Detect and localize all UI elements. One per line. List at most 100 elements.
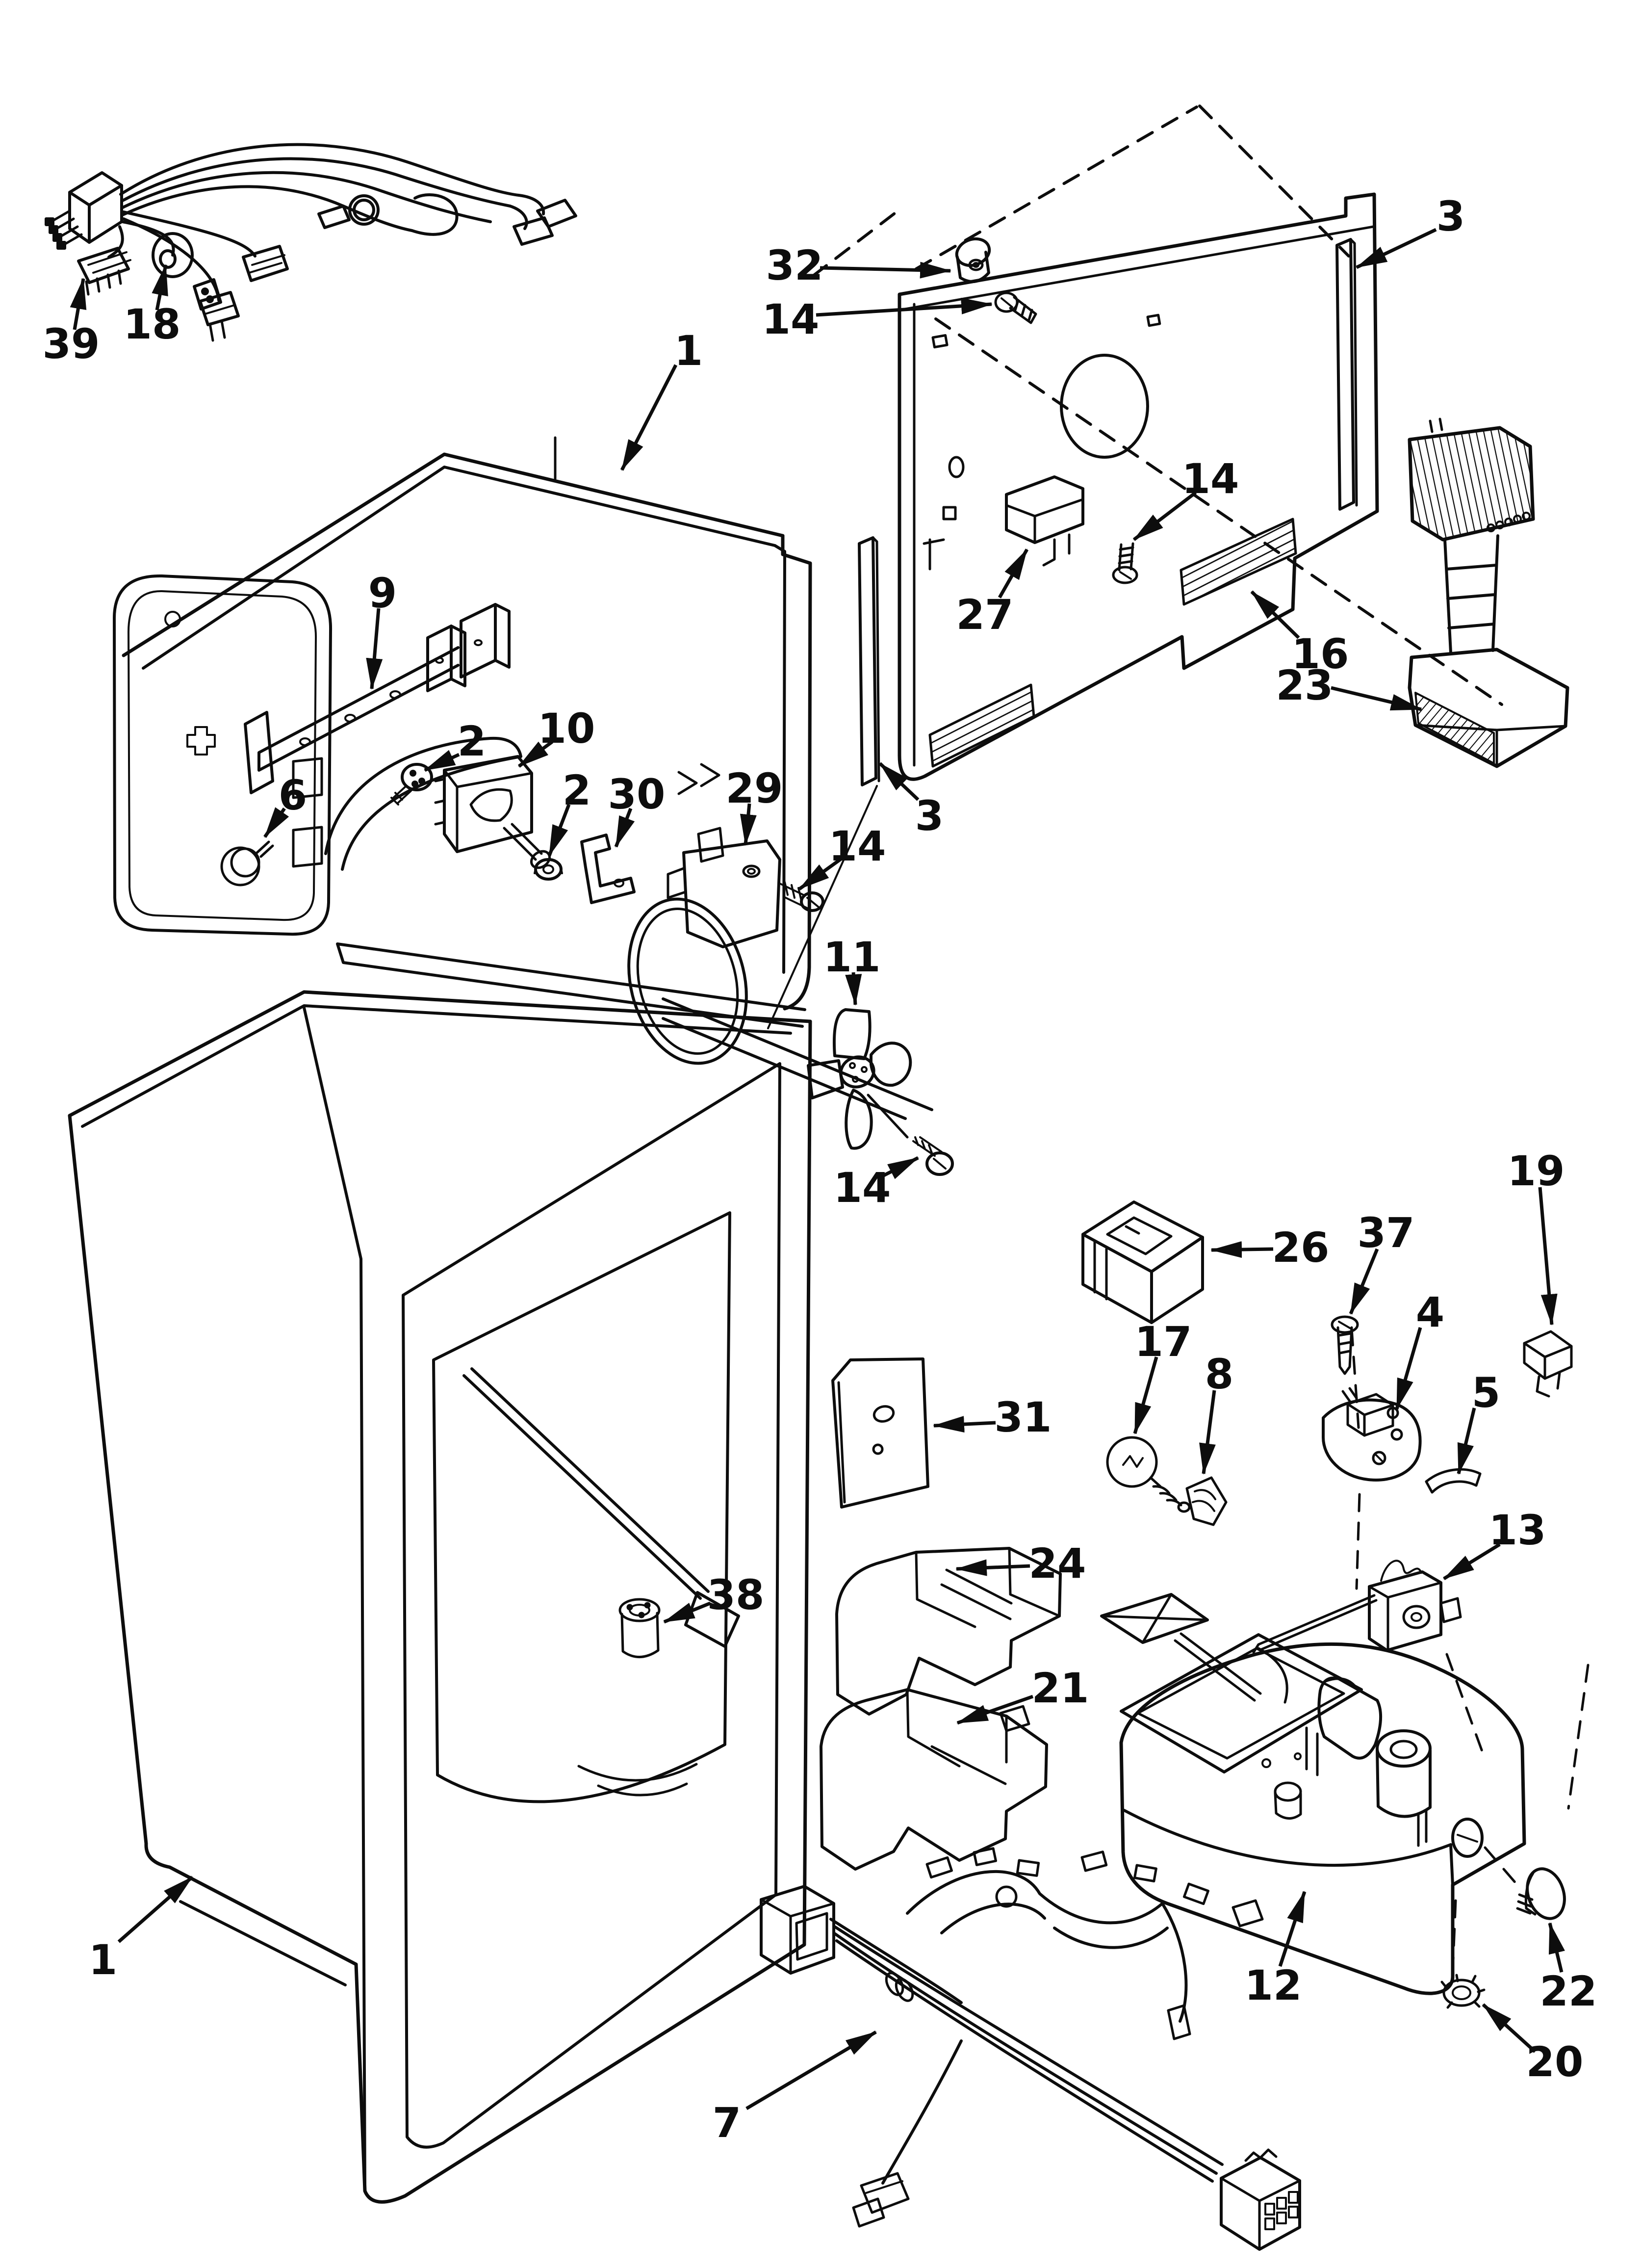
callout-arrow-18 [152, 264, 168, 311]
harness7-big-connector [760, 1885, 835, 1975]
diffuser-grille-head [1408, 426, 1535, 542]
door-switch-sensor-18 [152, 232, 194, 278]
callout-label-8-25: 8 [1205, 1350, 1233, 1398]
callout-arrow-14 [1132, 491, 1197, 541]
harness-ring-clip [353, 199, 375, 221]
callout-label-1-2: 1 [674, 327, 703, 375]
callout-arrow-31 [933, 1416, 996, 1433]
callout-arrow-7 [745, 2030, 877, 2111]
liner-lower-shoulder [68, 990, 812, 1118]
liner-front-opening [402, 1062, 781, 2149]
callout-label-14-20: 14 [834, 1164, 891, 1212]
mounting-nut-20 [1440, 1974, 1486, 2009]
callout-arrow-30 [614, 808, 635, 848]
console-knob-hole [1451, 1818, 1484, 1858]
defrost-thermostat-4 [1322, 1387, 1422, 1482]
callout-label-13-28: 13 [1489, 1506, 1546, 1554]
bulb-clip-8 [1185, 1476, 1228, 1526]
harness-main-connector [68, 171, 123, 244]
liner-shelf-rail [462, 1367, 710, 1600]
refrigerator-liner [68, 436, 933, 2204]
callout-arrow-6 [263, 807, 289, 838]
screw-14a [994, 291, 1037, 324]
callout-label-5-27: 5 [1472, 1369, 1500, 1417]
mounting-grommet-32 [955, 237, 991, 283]
callout-label-9-11: 9 [368, 569, 397, 617]
callout-arrow-38 [663, 1601, 711, 1624]
liner-interior-back-wall [432, 1211, 731, 1803]
thermostat-parts-group [1081, 1200, 1590, 1810]
callout-arrow-12 [1278, 1891, 1307, 1967]
cover-plate-31 [831, 1357, 929, 1509]
control-knob-22 [1516, 1867, 1566, 1920]
callout-arrow-2 [424, 750, 460, 772]
wiring-cover-cross-hole [186, 726, 216, 756]
fan-and-motor-group [390, 755, 954, 1176]
foam-duct-group [618, 1357, 1062, 1871]
callout-label-2-15: 2 [563, 766, 591, 814]
callout-label-1-37: 1 [89, 1936, 117, 1984]
washer-nut-2b [534, 858, 563, 881]
callout-label-14-6: 14 [1182, 455, 1239, 503]
diffuser-foot [1408, 648, 1569, 768]
callout-arrow-11 [845, 972, 862, 1006]
side-trim-3-right [1335, 238, 1355, 511]
callout-arrow-29 [740, 803, 757, 846]
callout-arrow-22 [1548, 1922, 1565, 1973]
support-bracket-9 [244, 603, 511, 794]
callout-arrow-4 [1395, 1327, 1422, 1410]
callout-label-23-9: 23 [1276, 661, 1334, 709]
callout-label-11-19: 11 [823, 933, 881, 981]
callout-label-17-24: 17 [1135, 1318, 1192, 1366]
lower-wire-harness-7 [760, 1847, 1301, 2251]
air-diffuser-23 [1408, 417, 1569, 768]
console-damper-slot [1317, 1676, 1383, 1760]
washer-screw-2a [390, 763, 433, 806]
cold-control-13 [1252, 1560, 1462, 1654]
screw-14b [1112, 542, 1138, 584]
callout-label-24-30: 24 [1029, 1539, 1086, 1588]
callout-label-3-5: 3 [1437, 192, 1465, 240]
fan-shroud-29 [627, 827, 781, 1065]
callout-arrow-23 [1331, 686, 1422, 711]
callout-label-37-22: 37 [1358, 1209, 1415, 1257]
harness7-trunk [829, 1918, 1224, 2183]
liner-top-ridge-outer [122, 452, 785, 657]
callout-label-38-32: 38 [707, 1571, 765, 1619]
callout-arrow-5 [1457, 1408, 1476, 1475]
callout-arrow-37 [1349, 1248, 1379, 1315]
evaporator-support-26 [1081, 1200, 1204, 1324]
callout-arrow-27 [998, 548, 1029, 599]
clip-19 [1523, 1330, 1573, 1398]
retainer-clip-5 [1425, 1468, 1482, 1494]
callout-label-14-4: 14 [762, 295, 820, 343]
harness7-small-connector [852, 2172, 910, 2228]
callout-arrow-16 [1250, 590, 1300, 639]
harness7-6pin-connector [1220, 2148, 1301, 2251]
harness-wire [119, 143, 520, 197]
callout-arrow-17 [1133, 1356, 1158, 1434]
callout-label-21-31: 21 [1032, 1664, 1089, 1712]
console-flag-bracket [1100, 1593, 1262, 1702]
grommet-clip-6 [220, 840, 274, 886]
callout-arrow-24 [955, 1559, 1030, 1576]
callout-arrow-8 [1199, 1390, 1216, 1475]
callout-label-19-23: 19 [1508, 1147, 1565, 1195]
callout-arrow-14 [881, 1156, 919, 1179]
liner-lower-outline [68, 1019, 812, 2204]
callout-label-26-21: 26 [1272, 1224, 1330, 1272]
callout-label-3-10: 3 [915, 792, 944, 840]
diffuser-neck [1443, 534, 1499, 654]
callout-arrow-39 [70, 278, 87, 330]
callout-label-30-16: 30 [608, 770, 666, 818]
side-trim-3-left [858, 536, 877, 786]
callout-arrow-3 [878, 762, 920, 801]
callout-label-39-0: 39 [43, 320, 100, 368]
callout-arrow-10 [517, 740, 554, 768]
callout-label-29-17: 29 [726, 764, 783, 812]
callout-label-14-18: 14 [829, 822, 886, 870]
control-console-group [1100, 1593, 1566, 2009]
callout-arrow-13 [1443, 1543, 1501, 1580]
